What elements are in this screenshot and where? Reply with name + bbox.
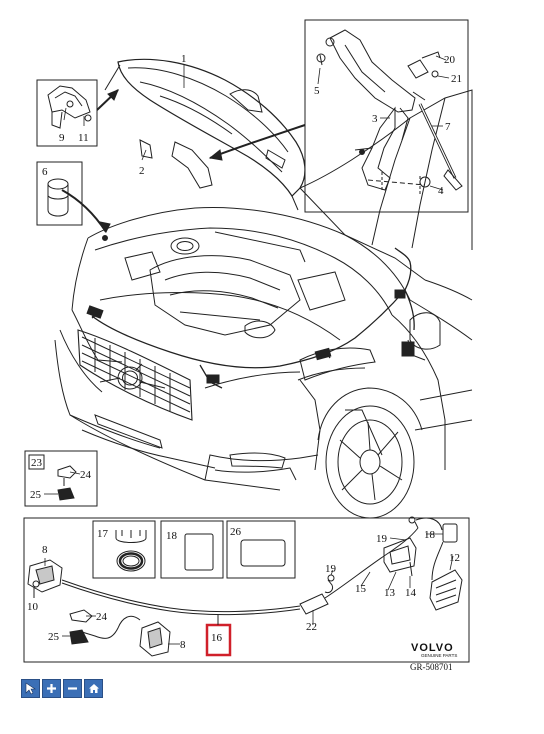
callout-25a: 25 <box>30 489 42 501</box>
callout-23: 23 <box>31 457 43 469</box>
release-handle-13[interactable] <box>383 537 417 573</box>
callout-24a: 24 <box>80 469 92 481</box>
callout-12: 12 <box>449 552 460 564</box>
cursor-icon <box>25 682 36 695</box>
zoom-in-button[interactable] <box>42 679 61 698</box>
hood-lock-bracket[interactable] <box>47 85 92 129</box>
callout-3: 3 <box>372 113 378 125</box>
pad-part[interactable] <box>184 533 214 571</box>
home-button[interactable] <box>84 679 103 698</box>
callout-21: 21 <box>451 73 462 85</box>
cable-clip-parts[interactable] <box>57 465 77 501</box>
grommet-box <box>92 520 156 579</box>
callout-5: 5 <box>314 85 320 97</box>
callout-1: 1 <box>181 53 187 65</box>
release-system-box <box>23 517 470 663</box>
arrow-to-hinge <box>209 124 306 159</box>
grommet[interactable] <box>115 530 147 572</box>
arrow-to-bumpstop <box>61 189 107 233</box>
pad-box <box>160 520 224 579</box>
callout-24b: 24 <box>96 611 108 623</box>
callout-14: 14 <box>405 587 417 599</box>
callout-16: 16 <box>211 632 223 644</box>
release-handle-mount[interactable] <box>401 341 415 357</box>
hood-hinge-on-car <box>171 141 213 189</box>
clip-detail-box <box>24 450 98 507</box>
callout-19b: 19 <box>325 563 337 575</box>
callout-2: 2 <box>139 165 145 177</box>
handle-bracket-12[interactable] <box>429 569 463 611</box>
callout-18b: 18 <box>424 529 436 541</box>
bump-stop[interactable] <box>47 178 69 217</box>
hood-latch-right[interactable] <box>314 347 332 361</box>
leader-lines <box>44 55 454 645</box>
callout-4: 4 <box>438 185 444 197</box>
callout-25b: 25 <box>48 631 60 643</box>
callout-7: 7 <box>445 121 451 133</box>
pad-18-bottom[interactable] <box>442 523 458 543</box>
clip-25-bottom[interactable] <box>69 629 89 645</box>
cable-connector-22[interactable] <box>299 593 329 615</box>
hood-latch-left[interactable] <box>86 305 104 319</box>
callout-20: 20 <box>444 54 456 66</box>
clip-kit-label-box <box>28 454 45 470</box>
hood-lock-left[interactable] <box>27 559 63 593</box>
callout-10: 10 <box>27 601 39 613</box>
lock-detail-box <box>36 79 98 147</box>
callout-8b: 8 <box>180 639 186 651</box>
callout-6: 6 <box>42 166 48 178</box>
callout-18: 18 <box>166 530 178 542</box>
gas-strut-hinge[interactable] <box>316 29 463 196</box>
cable-guide[interactable] <box>394 289 406 299</box>
car-body <box>54 89 473 519</box>
callout-11: 11 <box>78 132 89 144</box>
cable-main[interactable] <box>61 579 301 613</box>
callout-15: 15 <box>355 583 367 595</box>
screw-14[interactable] <box>409 561 413 577</box>
bump-stop-box <box>36 161 83 226</box>
zoom-out-button[interactable] <box>63 679 82 698</box>
plus-icon <box>47 684 56 693</box>
select-tool-button[interactable] <box>21 679 40 698</box>
callout-26: 26 <box>230 526 242 538</box>
hood-lock-right[interactable] <box>139 621 171 657</box>
viewer-toolbar <box>21 679 103 698</box>
callout-8a: 8 <box>42 544 48 556</box>
diagram-reference: GR-508701 <box>410 662 453 672</box>
home-icon <box>88 684 99 693</box>
hinge-detail-box <box>304 19 469 213</box>
callout-9: 9 <box>59 132 65 144</box>
callout-22: 22 <box>306 621 317 633</box>
brand-subtitle: GENUINE PARTS <box>421 653 457 658</box>
callout-19a: 19 <box>376 533 388 545</box>
minus-icon <box>68 687 77 690</box>
brand-name: VOLVO <box>411 642 454 654</box>
label-part[interactable] <box>240 539 286 567</box>
callout-17: 17 <box>97 528 109 540</box>
callout-13: 13 <box>384 587 396 599</box>
volvo-brand: VOLVO GENUINE PARTS GR-508701 <box>410 642 457 672</box>
clip-24-bottom[interactable] <box>69 609 93 623</box>
cable-clip[interactable] <box>206 374 220 384</box>
label-box <box>226 520 296 579</box>
callouts: 1 2 3 4 5 6 7 8 8 9 10 11 12 13 14 15 16… <box>27 53 462 651</box>
